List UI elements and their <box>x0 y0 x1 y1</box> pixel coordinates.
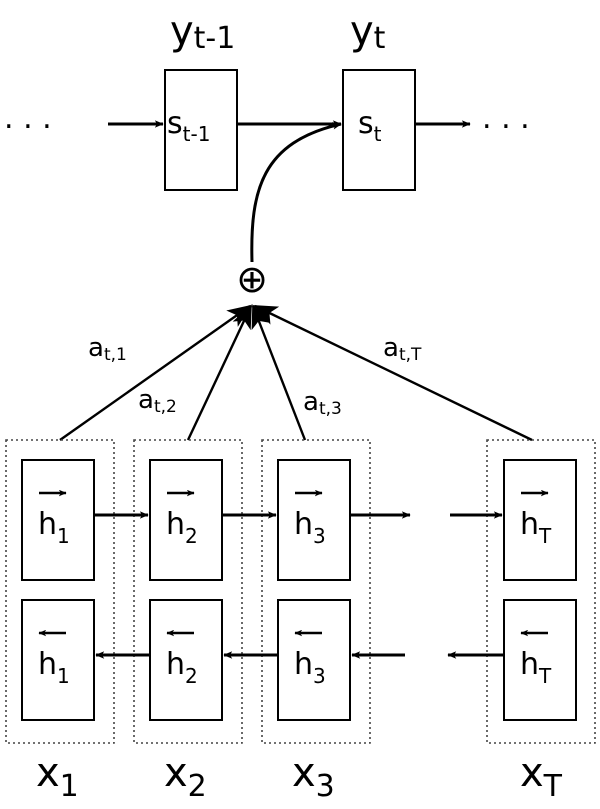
backward-hidden-3: h3 <box>294 629 326 688</box>
forward-hidden-1: h1 <box>38 489 70 548</box>
output-y-prev: yt-1 <box>170 8 235 56</box>
backward-box-2 <box>149 599 223 721</box>
forward-hidden-T: hT <box>520 489 552 548</box>
encoder-column-3 <box>261 439 371 744</box>
input-x2: x2 <box>164 750 207 804</box>
input-xT: xT <box>520 750 563 804</box>
combine-node: ⊕ <box>236 257 268 301</box>
encoder-column-2 <box>133 439 243 744</box>
forward-box-1 <box>21 459 95 581</box>
weight-label-T: at,T <box>383 333 422 365</box>
weight-label-1: at,1 <box>88 333 127 365</box>
weight-edge-3 <box>251 304 307 441</box>
output-y-t: yt <box>350 8 386 56</box>
state-label-t: st <box>358 106 382 146</box>
backward-box-3 <box>277 599 351 721</box>
backward-box-T <box>503 599 577 721</box>
forward-box-2 <box>149 459 223 581</box>
forward-label-1: h1 <box>38 507 70 548</box>
forward-label-3: h3 <box>294 507 326 548</box>
forward-hidden-2: h2 <box>166 489 198 548</box>
backward-label-1: h1 <box>38 647 70 688</box>
weight-edge-T <box>253 304 533 442</box>
ellipsis-right: . . . <box>482 101 530 136</box>
weight-label-3: at,3 <box>303 387 342 419</box>
backward-label-T: hT <box>520 647 552 688</box>
state-label-prev: st-1 <box>167 106 210 146</box>
encoder-column-T <box>486 439 596 744</box>
input-x1: x1 <box>36 750 79 804</box>
backward-hidden-T: hT <box>520 629 552 688</box>
state-box-t <box>342 69 416 191</box>
forward-box-T <box>503 459 577 581</box>
forward-box-3 <box>277 459 351 581</box>
input-x3: x3 <box>292 750 335 804</box>
backward-hidden-2: h2 <box>166 629 198 688</box>
backward-label-2: h2 <box>166 647 198 688</box>
weight-edge-2 <box>186 304 253 441</box>
state-box-prev <box>164 69 238 191</box>
encoder-column-1 <box>5 439 115 744</box>
context-arrow <box>250 122 342 263</box>
weight-label-2: at,2 <box>138 385 177 417</box>
forward-label-T: hT <box>520 507 552 548</box>
forward-label-2: h2 <box>166 507 198 548</box>
backward-box-1 <box>21 599 95 721</box>
backward-hidden-1: h1 <box>38 629 70 688</box>
weight-edge-1 <box>59 304 252 441</box>
ellipsis-left: . . . <box>4 101 52 136</box>
backward-label-3: h3 <box>294 647 326 688</box>
forward-hidden-3: h3 <box>294 489 326 548</box>
